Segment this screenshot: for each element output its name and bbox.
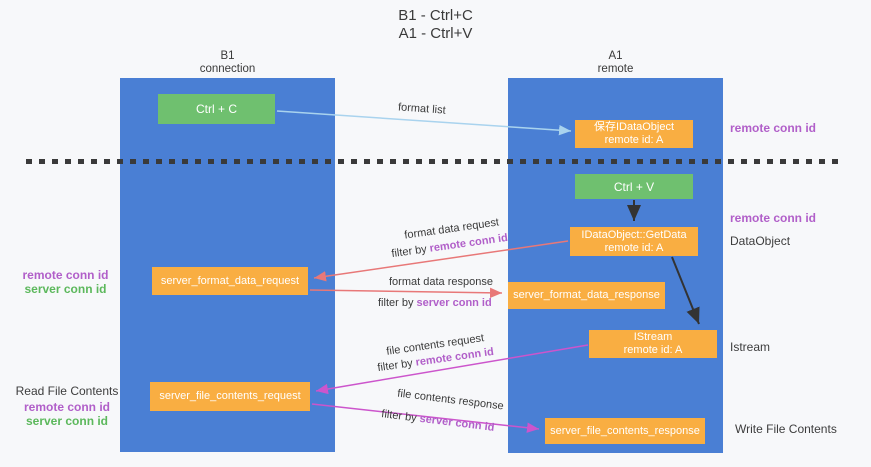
node-idataobject-getdata: IDataObject::GetData remote id: A: [570, 227, 698, 256]
annotation-dataobject: DataObject: [730, 234, 791, 248]
node-save-idataobject-line2: remote id: A: [604, 134, 664, 146]
lane-header-a1: A1 remote: [508, 50, 723, 76]
filter-by-text: filter by: [390, 242, 431, 261]
edge-label-file-response-filter: filter by server conn id: [381, 408, 495, 434]
node-server-format-data-response-label: server_format_data_response: [513, 289, 660, 301]
node-save-idataobject-line1: 保存IDataObject: [593, 121, 675, 133]
annotation-read-server-conn-id: server conn id: [25, 414, 109, 428]
arrow-format-data-response: [309, 287, 503, 299]
annotation-left-remote-conn-id: remote conn id: [22, 268, 109, 282]
node-server-format-data-request-label: server_format_data_request: [160, 274, 300, 287]
annotation-remote-conn-id-mid: remote conn id: [730, 211, 817, 225]
node-idataobject-getdata-line1: IDataObject::GetData: [581, 228, 687, 241]
server-conn-id-text: server conn id: [416, 297, 492, 309]
annotation-write-file-contents: Write File Contents: [735, 422, 837, 436]
node-server-file-contents-response-label: server_file_contents_response: [550, 424, 700, 437]
node-ctrl-v: Ctrl + V: [575, 174, 693, 199]
filter-by-text: filter by: [378, 297, 417, 309]
annotation-left-server-conn-id: server conn id: [24, 282, 107, 296]
filter-by-text: filter by: [376, 356, 417, 375]
node-ctrl-v-label: Ctrl + V: [613, 179, 655, 194]
filter-by-text: filter by: [380, 408, 421, 425]
lane-b1-role: connection: [199, 63, 256, 75]
title-line-1: B1 - Ctrl+C: [398, 7, 473, 24]
annotation-format-request-conn-ids: remote conn id server conn id: [18, 269, 113, 295]
lane-a1-name: A1: [608, 50, 623, 62]
annotation-read-remote-conn-id: remote conn id: [23, 400, 110, 414]
edge-label-format-list: format list: [397, 101, 447, 117]
title-line-2: A1 - Ctrl+V: [398, 25, 473, 42]
node-ctrl-c: Ctrl + C: [158, 94, 275, 124]
node-server-file-contents-request: server_file_contents_request: [150, 382, 310, 411]
diagram-title: B1 - Ctrl+C A1 - Ctrl+V: [0, 7, 871, 43]
annotation-read-file-contents-block: Read File Contents remote conn id server…: [12, 385, 122, 427]
node-save-idataobject: 保存IDataObject remote id: A: [575, 120, 693, 148]
lane-b1-name: B1: [220, 50, 235, 62]
annotation-remote-conn-id-top: remote conn id: [730, 121, 817, 135]
node-server-format-data-request: server_format_data_request: [152, 267, 308, 295]
lane-a1-role: remote: [597, 63, 634, 75]
node-istream-line2: remote id: A: [623, 344, 683, 356]
edge-label-format-response-filter: filter by server conn id: [378, 297, 492, 309]
node-ctrl-c-label: Ctrl + C: [195, 102, 237, 116]
edge-label-file-contents-response: file contents response: [396, 387, 505, 413]
node-idataobject-getdata-line2: remote id: A: [604, 241, 664, 254]
node-server-file-contents-request-label: server_file_contents_request: [159, 390, 301, 402]
server-conn-id-text: server conn id: [418, 412, 496, 434]
edge-label-format-data-response: format data response: [389, 276, 493, 288]
node-server-format-data-response: server_format_data_response: [508, 282, 665, 309]
annotation-istream: Istream: [730, 340, 771, 354]
node-istream: IStream remote id: A: [589, 330, 717, 358]
node-istream-line1: IStream: [633, 331, 673, 343]
node-server-file-contents-response: server_file_contents_response: [545, 418, 705, 444]
phase-separator-dashed-line: [26, 159, 838, 164]
annotation-read-file-contents: Read File Contents: [15, 384, 119, 398]
lane-header-b1: B1 connection: [120, 50, 335, 76]
